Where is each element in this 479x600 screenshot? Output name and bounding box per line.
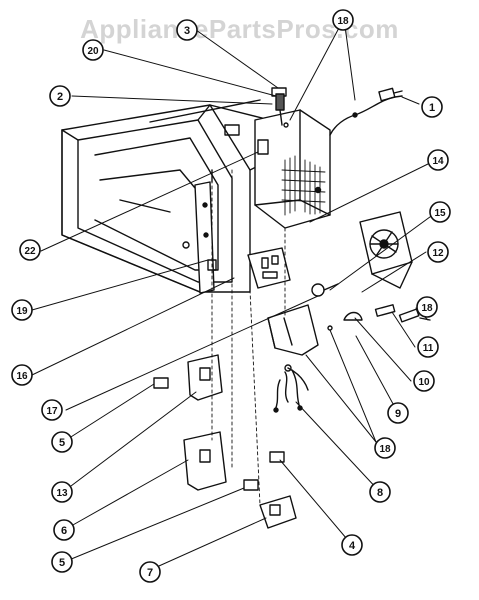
callout-circle bbox=[19, 239, 41, 261]
callout-label: 4 bbox=[349, 540, 356, 552]
callout-c17: 17 bbox=[41, 399, 63, 421]
callout-circle bbox=[413, 370, 435, 392]
callout-label: 18 bbox=[379, 444, 391, 455]
callout-circle bbox=[429, 201, 451, 223]
callout-c7: 7 bbox=[139, 561, 161, 583]
callout-c4: 4 bbox=[341, 534, 363, 556]
callout-c14: 14 bbox=[427, 149, 449, 171]
callout-label: 1 bbox=[429, 102, 435, 114]
callout-circle bbox=[369, 481, 391, 503]
callout-label: 15 bbox=[434, 208, 446, 219]
callout-c6: 6 bbox=[53, 519, 75, 541]
callout-circle bbox=[41, 399, 63, 421]
callout-c20: 20 bbox=[82, 39, 104, 61]
callout-label: 11 bbox=[423, 343, 434, 354]
power-cord bbox=[329, 87, 403, 136]
callout-c18c: 18 bbox=[374, 437, 396, 459]
callout-circle bbox=[11, 364, 33, 386]
callout-label: 19 bbox=[16, 306, 28, 317]
callout-circle bbox=[51, 551, 73, 573]
callout-label: 18 bbox=[421, 303, 433, 314]
callout-label: 5 bbox=[59, 557, 65, 569]
callout-circle bbox=[427, 149, 449, 171]
callout-circle bbox=[53, 519, 75, 541]
latch-bracket bbox=[194, 169, 217, 294]
callout-circle bbox=[51, 431, 73, 453]
callout-label: 2 bbox=[57, 91, 63, 103]
callout-c13: 13 bbox=[51, 481, 73, 503]
callout-label: 14 bbox=[432, 156, 444, 167]
callout-circle bbox=[416, 296, 438, 318]
callout-circle bbox=[421, 96, 443, 118]
callout-c5b: 5 bbox=[51, 551, 73, 573]
callout-circle bbox=[11, 299, 33, 321]
relay-board bbox=[247, 247, 339, 297]
callout-c11: 11 bbox=[417, 336, 439, 358]
callout-label: 16 bbox=[16, 371, 28, 382]
callout-circle bbox=[427, 241, 449, 263]
callout-c12: 12 bbox=[427, 241, 449, 263]
callout-c9: 9 bbox=[387, 402, 409, 424]
callout-circle bbox=[82, 39, 104, 61]
switch-assembly-upper bbox=[153, 354, 223, 401]
callout-label: 7 bbox=[147, 567, 153, 579]
callout-label: 22 bbox=[24, 246, 36, 257]
callout-label: 18 bbox=[337, 16, 349, 27]
right-small-parts bbox=[327, 304, 431, 331]
callout-c19: 19 bbox=[11, 299, 33, 321]
callout-label: 5 bbox=[59, 437, 65, 449]
callout-c8a: 8 bbox=[369, 481, 391, 503]
callout-c3: 3 bbox=[176, 19, 198, 41]
rear-housing bbox=[254, 109, 331, 229]
callout-label: 3 bbox=[184, 25, 190, 37]
callout-label: 10 bbox=[418, 377, 430, 388]
callout-circle bbox=[374, 437, 396, 459]
callout-label: 13 bbox=[56, 488, 68, 499]
duct-cover bbox=[267, 304, 319, 356]
callout-label: 6 bbox=[61, 525, 67, 537]
callout-circle bbox=[387, 402, 409, 424]
callout-label: 9 bbox=[395, 408, 401, 420]
callout-label: 8 bbox=[377, 487, 383, 499]
callout-c18a: 18 bbox=[332, 9, 354, 31]
callout-c15: 15 bbox=[429, 201, 451, 223]
callout-circle bbox=[49, 85, 71, 107]
callout-label: 12 bbox=[432, 248, 444, 259]
callout-circle bbox=[417, 336, 439, 358]
callout-c2: 2 bbox=[49, 85, 71, 107]
callout-c16: 16 bbox=[11, 364, 33, 386]
switch-assembly-lower bbox=[183, 431, 297, 529]
callout-c1: 1 bbox=[421, 96, 443, 118]
callout-circle bbox=[341, 534, 363, 556]
wire-harness bbox=[273, 364, 309, 413]
callout-c22: 22 bbox=[19, 239, 41, 261]
callout-circle bbox=[332, 9, 354, 31]
callout-c10: 10 bbox=[413, 370, 435, 392]
callout-circle bbox=[51, 481, 73, 503]
callout-label: 17 bbox=[46, 406, 58, 417]
callout-label: 20 bbox=[87, 46, 99, 57]
callout-c18b: 18 bbox=[416, 296, 438, 318]
callout-circle bbox=[139, 561, 161, 583]
callout-circle bbox=[176, 19, 198, 41]
top-brackets bbox=[271, 87, 289, 128]
callout-c5a: 5 bbox=[51, 431, 73, 453]
